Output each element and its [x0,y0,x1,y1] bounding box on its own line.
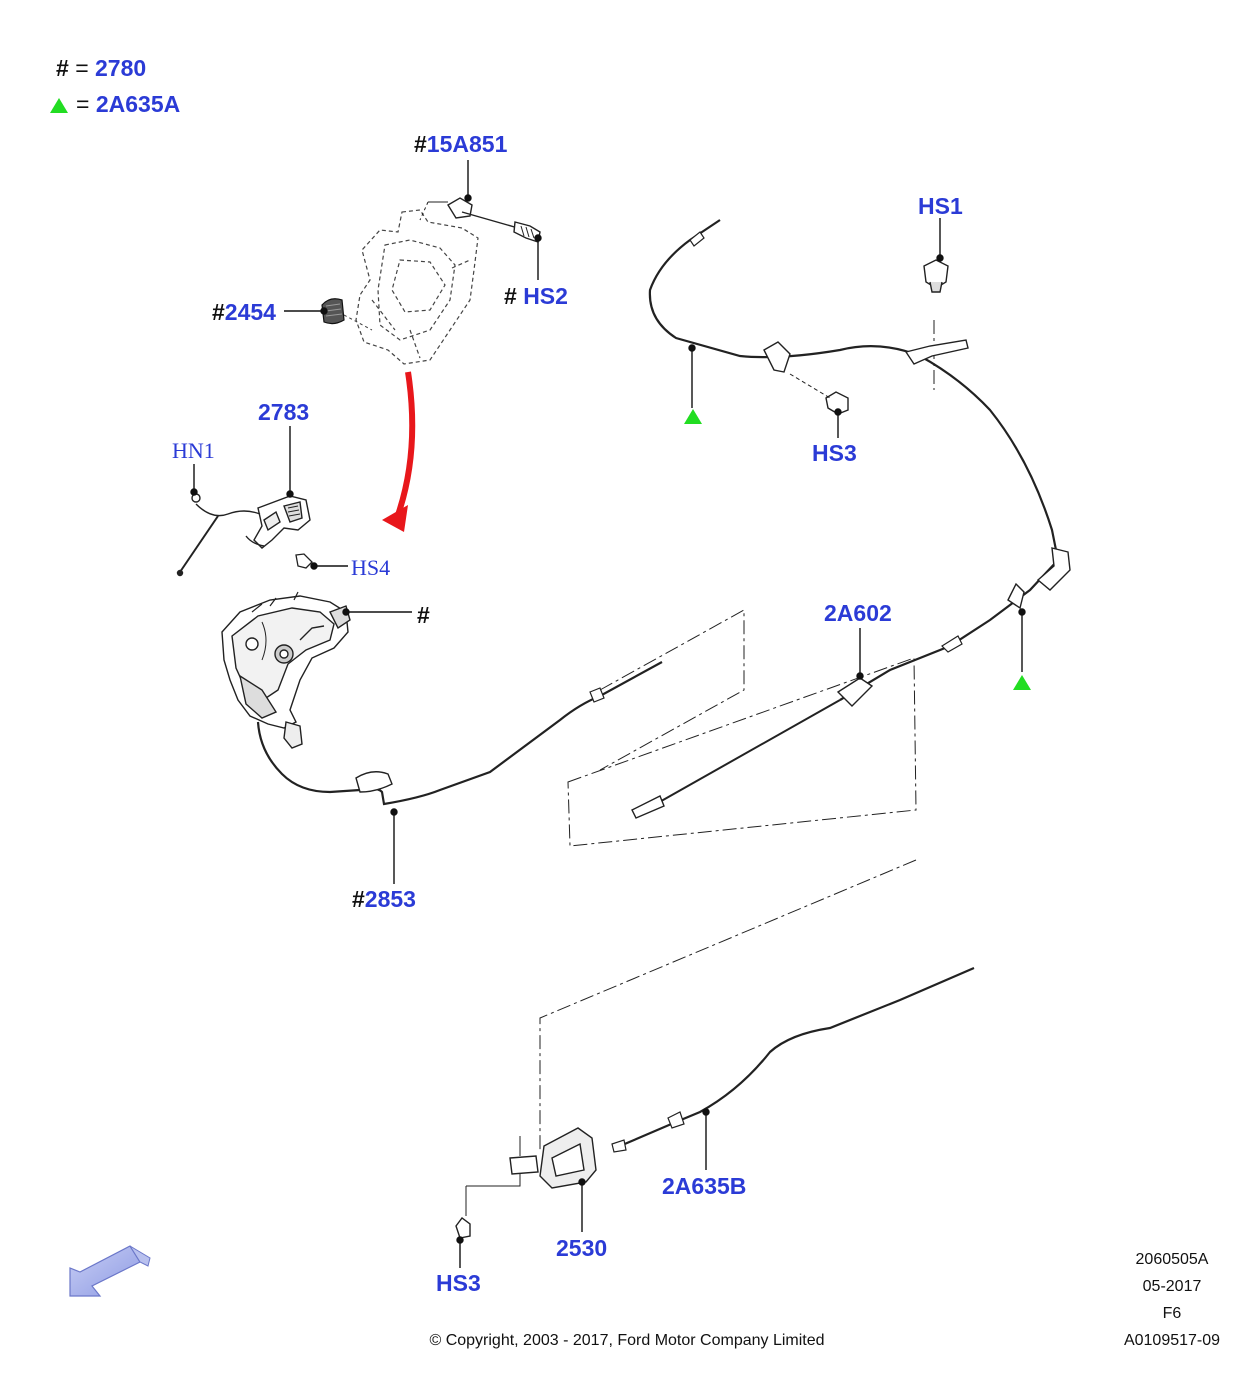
parking-brake-lever [221,591,351,749]
callout-HS3-top: HS3 [812,442,857,465]
callout-2A602-text: 2A602 [824,600,892,626]
drawing-date: 05-2017 [1142,1278,1202,1295]
callout-2A635B-text: 2A635B [662,1173,747,1199]
drawing-code: 2060505A [1135,1251,1209,1268]
callout-hash-lever-text: # [417,602,430,628]
front-cable [256,661,663,806]
legend-triangle-value: 2A635A [95,91,181,117]
phantom-lines [539,320,935,1150]
legend-green-triangle-icon [50,98,68,113]
hs1-bolt [923,259,949,293]
callout-15A851-text: 15A851 [426,131,508,157]
pedal-bracket-bolt [447,197,541,243]
green-triangle-icon [1013,675,1031,690]
callout-HS1: HS1 [918,195,963,218]
callout-2A635B: 2A635B [662,1175,746,1198]
hs3-top-leader-dashed [789,373,831,399]
legend-triangle-row: = 2A635A [50,93,180,116]
hs3-bolt-top [825,391,849,415]
legend-hash-equals: = [75,55,89,81]
pedal-bracket-outline [355,209,479,365]
callout-2530-text: 2530 [556,1235,608,1261]
rear-cable-right [631,219,1071,819]
callout-HS4: HS4 [351,557,390,579]
hash-prefix: # [212,299,225,325]
callout-15A851: #15A851 [414,133,507,156]
cable-bracket-2530 [466,1127,597,1189]
callout-hash-lever: # [417,604,430,627]
hs4-bolt [295,553,313,569]
pedal-pad [321,298,373,331]
legend-hash-value: 2780 [95,55,147,81]
hs3-bolt-bottom [455,1186,471,1239]
callout-2530: 2530 [556,1237,607,1260]
drawing-ref: A0109517-09 [1123,1332,1221,1349]
red-indicator-arrow [382,371,416,532]
callout-HS1-text: HS1 [918,193,963,219]
hash-prefix: # [352,886,365,912]
callout-2853-text: 2853 [364,886,416,912]
rear-cable-left [611,966,975,1153]
front-direction-arrow-icon [69,1245,151,1297]
pedal-release-assembly [176,493,311,577]
callout-HN1: HN1 [172,440,215,462]
drawing-sheet: F6 [1162,1305,1182,1322]
callout-2783-text: 2783 [258,399,310,425]
legend-hash-row: # = 2780 [56,57,146,80]
green-triangle-icon [684,409,702,424]
callout-leaders [190,160,1026,1268]
callout-HN1-text: HN1 [172,438,215,463]
hash-prefix: # [504,283,517,309]
callout-2A602: 2A602 [824,602,892,625]
callout-HS3-bottom: HS3 [436,1272,481,1295]
hash-prefix: # [414,131,427,157]
callout-2454: #2454 [212,301,276,324]
callout-2783: 2783 [258,401,309,424]
copyright-notice: © Copyright, 2003 - 2017, Ford Motor Com… [429,1332,825,1349]
bracket-leader-dashed [419,201,429,221]
legend-hash-symbol: # [56,55,69,81]
callout-HS2: # HS2 [504,285,568,308]
legend-triangle-equals: = [76,91,90,117]
callout-2454-text: 2454 [224,299,276,325]
callout-HS3-bottom-text: HS3 [436,1270,481,1296]
callout-HS4-text: HS4 [351,555,391,580]
callout-2853: #2853 [352,888,416,911]
callout-HS2-text: HS2 [523,283,568,309]
callout-HS3-top-text: HS3 [812,440,857,466]
